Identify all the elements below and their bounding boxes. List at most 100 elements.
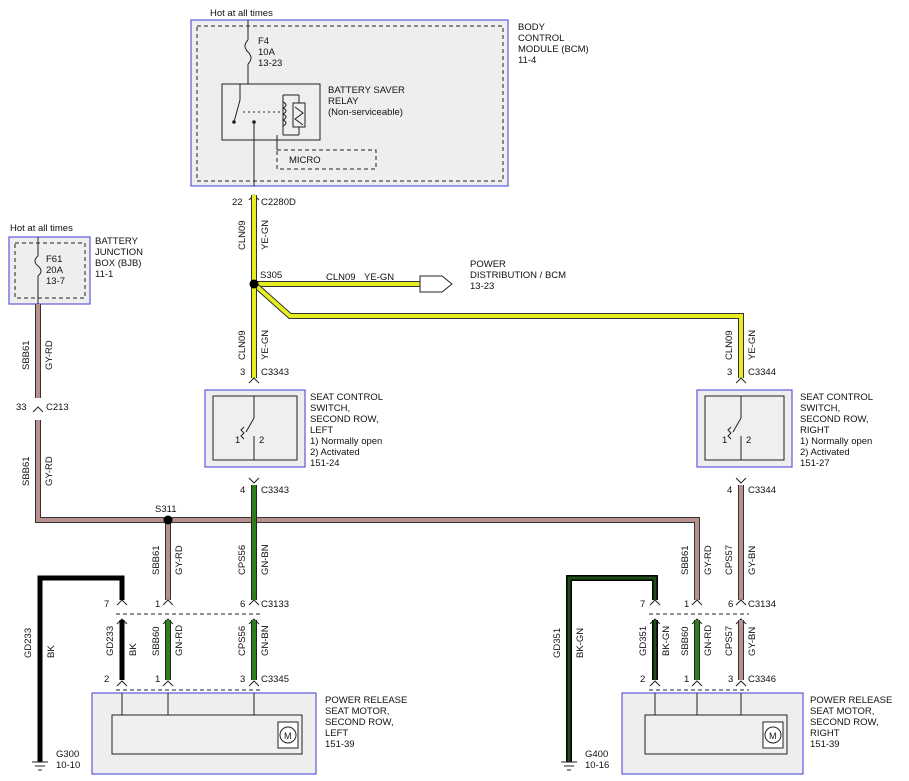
ground-icon-left — [32, 761, 48, 771]
switch-right-label-2: SWITCH, — [800, 403, 840, 414]
motor-left-label-3: SECOND ROW, — [325, 717, 394, 728]
wire-label-sbb61-d: SBB61 — [680, 545, 691, 575]
wire-label-gybn-b: GY-BN — [747, 627, 758, 656]
switch-left-label-6: 2) Activated — [310, 447, 360, 458]
wire-label-cln09-c: CLN09 — [237, 330, 248, 360]
bcm-pin: 22 — [232, 197, 243, 208]
wire-label-cln09-a: CLN09 — [237, 220, 248, 250]
wire-label-gd351-a: GD351 — [552, 628, 563, 658]
ground-left-name: G300 — [56, 749, 79, 760]
bjb-fuse-icon — [34, 255, 42, 277]
motor-left-label-5: 151-39 — [325, 739, 355, 750]
right-pin-top-6: 6 — [728, 599, 733, 610]
left-pin-top-1: 1 — [155, 599, 160, 610]
bcm-module: Hot at all times F4 10A 13-23 BATTERY SA… — [190, 8, 589, 187]
wire-gd351-ground — [566, 575, 658, 762]
switch-right-conn-bottom: C3344 — [748, 485, 776, 496]
wire-label-cln09-d: CLN09 — [724, 330, 735, 360]
wire-label-gybn-a: GY-BN — [747, 546, 758, 575]
motor-left-text: POWER RELEASE SEAT MOTOR, SECOND ROW, LE… — [325, 695, 407, 750]
micro-box — [276, 149, 377, 170]
wire-label-gd233-a: GD233 — [23, 628, 34, 658]
relay-box — [221, 83, 321, 141]
bjb-label-2: JUNCTION — [95, 247, 143, 258]
motor-left-label-1: POWER RELEASE — [325, 695, 407, 706]
wire-label-cps56-b: CPS56 — [237, 626, 248, 656]
wire-label-cln09-b: CLN09 — [326, 272, 356, 283]
micro-label: MICRO — [289, 155, 321, 166]
bjb-label-4: 11-1 — [95, 269, 113, 280]
left-pin-bottom-3: 3 — [240, 674, 245, 685]
motor-right-label-2: SEAT MOTOR, — [810, 706, 874, 717]
ground-right-name: G400 — [585, 749, 608, 760]
wire-label-gd351-b: GD351 — [638, 626, 649, 656]
bcm-label-4: 11-4 — [518, 55, 536, 66]
switch-right-conn-top: C3344 — [748, 367, 776, 378]
power-dist-connector-icon — [419, 275, 453, 293]
motor-right-label-3: SECOND ROW, — [810, 717, 879, 728]
wire-label-yegn-d: YE-GN — [747, 330, 758, 360]
switch-left-conn-bottom: C3343 — [261, 485, 289, 496]
switch-left-conn-top: C3343 — [261, 367, 289, 378]
switch-right-label-1: SEAT CONTROL — [800, 392, 873, 403]
left-pin-bottom-1: 1 — [155, 674, 160, 685]
motor-left-label-2: SEAT MOTOR, — [325, 706, 389, 717]
bcm-fuse-ref: 13-23 — [258, 58, 282, 69]
right-pin-bottom-3: 3 — [728, 674, 733, 685]
switch-left-label-5: 1) Normally open — [310, 436, 382, 447]
switch-left-pin-bottom: 4 — [240, 485, 245, 496]
bjb-connector: C213 — [46, 402, 69, 413]
wire-label-bkgn-a: BK-GN — [575, 628, 586, 658]
seat-switch-left: 1 2 — [204, 389, 306, 468]
bjb-module: Hot at all times F61 20A 13-7 BATTERY JU… — [8, 223, 143, 305]
motor-icon-right — [764, 726, 782, 744]
bcm-hot-label: Hot at all times — [210, 8, 273, 19]
seat-switch-right: 1 2 — [696, 389, 793, 468]
splice-s311 — [163, 515, 173, 525]
wire-label-cps56-a: CPS56 — [237, 545, 248, 575]
switch-left-label-2: SWITCH, — [310, 403, 350, 414]
wire-gd233-ground — [37, 575, 125, 762]
wire-label-sbb61-c: SBB61 — [151, 545, 162, 575]
relay-label-1: BATTERY SAVER — [328, 85, 405, 96]
wire-label-gyrd-b: GY-RD — [44, 456, 55, 486]
bjb-label-3: BOX (BJB) — [95, 258, 141, 269]
motor-right-m: M — [769, 731, 777, 741]
wire-label-gnbn-a: GN-BN — [260, 544, 271, 575]
power-dist-label-2: DISTRIBUTION / BCM — [470, 270, 566, 281]
ground-icon-right — [561, 761, 577, 771]
wire-label-sbb60-b: SBB60 — [680, 626, 691, 656]
bcm-label-3: MODULE (BCM) — [518, 44, 589, 55]
power-dist-label-3: 13-23 — [470, 281, 494, 292]
fuse-icon — [244, 39, 252, 65]
seat-motor-left: M — [91, 692, 317, 775]
left-conn-c3345: C3345 — [261, 674, 289, 685]
wire-label-bk-a: BK — [46, 645, 57, 658]
right-pin-bottom-1: 1 — [684, 674, 689, 685]
switch-left-label-4: LEFT — [310, 425, 333, 436]
wire-label-gd233-b: GD233 — [105, 626, 116, 656]
bjb-fuse-name: F61 — [46, 254, 62, 265]
wire-label-sbb60-a: SBB60 — [151, 626, 162, 656]
switch-left-p2: 2 — [259, 435, 264, 446]
wire-cln09-right — [252, 281, 744, 378]
motor-icon-left — [279, 726, 297, 744]
wire-label-sbb61-a: SBB61 — [21, 340, 32, 370]
wire-label-yegn-a: YE-GN — [260, 220, 271, 250]
wire-label-gnrd-a: GN-RD — [174, 625, 185, 656]
switch-right-p2: 2 — [746, 435, 751, 446]
switch-right-pin-bottom: 4 — [727, 485, 732, 496]
right-conn-c3346: C3346 — [748, 674, 776, 685]
bcm-label-1: BODY — [518, 22, 546, 33]
left-pin-bottom-2: 2 — [104, 674, 109, 685]
bcm-fuse-rating: 10A — [258, 47, 276, 58]
switch-left-label-7: 151-24 — [310, 458, 340, 469]
wire-sbb61-main — [35, 304, 700, 600]
wire-label-bk-b: BK — [128, 643, 139, 656]
left-pin-top-6: 6 — [240, 599, 245, 610]
switch-right-label-3: SECOND ROW, — [800, 414, 869, 425]
switch-left-pin-top: 3 — [240, 367, 245, 378]
right-pin-top-7: 7 — [640, 599, 645, 610]
wire-label-yegn-b: YE-GN — [364, 272, 394, 283]
